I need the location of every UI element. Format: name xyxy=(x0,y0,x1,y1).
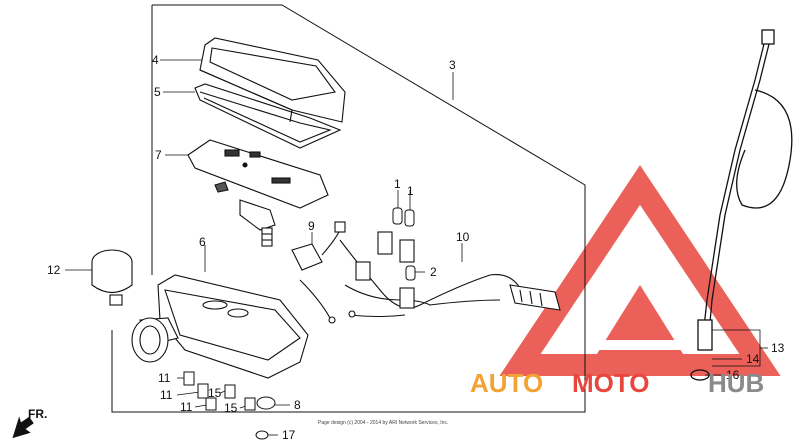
fastener-parts xyxy=(183,371,276,411)
callout-9: 9 xyxy=(308,219,315,233)
wire-harness-part xyxy=(299,231,561,324)
callout-3: 3 xyxy=(449,58,456,72)
front-direction-marker: FR. xyxy=(12,407,47,439)
indicator-panel-part xyxy=(187,139,329,247)
callout-1b: 1 xyxy=(407,184,414,198)
callout-4: 4 xyxy=(152,53,159,67)
callout-7: 7 xyxy=(155,148,162,162)
callout-11a: 11 xyxy=(158,371,171,385)
assembly-frame xyxy=(111,4,586,413)
socket-part-12 xyxy=(91,249,133,306)
connector-part-9 xyxy=(291,221,346,271)
callout-11c: 11 xyxy=(180,400,193,414)
callout-16: 16 xyxy=(726,368,740,382)
callout-15a: 15 xyxy=(208,386,222,400)
callout-12: 12 xyxy=(47,263,61,277)
leader-lines xyxy=(65,59,768,436)
gasket-part xyxy=(194,83,342,149)
watermark-logo xyxy=(499,165,781,376)
front-marker-label: FR. xyxy=(28,407,47,421)
watermark-hub: HUB xyxy=(708,368,764,398)
callout-13: 13 xyxy=(771,341,785,355)
callout-8: 8 xyxy=(294,398,301,412)
callout-17: 17 xyxy=(282,428,296,442)
callout-labels: 4 5 7 6 3 9 1 1 2 10 12 11 11 11 15 15 8… xyxy=(47,53,785,442)
speedometer-cable-part xyxy=(690,29,793,381)
copyright-text: Page design (c) 2004 - 2014 by ARI Netwo… xyxy=(318,420,448,426)
callout-11b: 11 xyxy=(160,388,173,402)
callout-2: 2 xyxy=(430,265,437,279)
callout-5: 5 xyxy=(154,85,161,99)
watermark-moto: MOTO xyxy=(572,368,650,398)
bulb-part-2 xyxy=(405,265,416,281)
callout-14: 14 xyxy=(746,352,760,366)
callout-10: 10 xyxy=(456,230,470,244)
meter-case-part xyxy=(131,274,309,379)
meter-cover-part xyxy=(199,37,346,123)
bulb-parts xyxy=(392,207,415,227)
callout-15b: 15 xyxy=(224,401,238,415)
callout-1a: 1 xyxy=(394,177,401,191)
grommet-part-17 xyxy=(255,430,269,440)
watermark-auto: AUTO xyxy=(470,368,543,398)
watermark-text: AUTO MOTO HUB xyxy=(470,368,764,398)
callout-6: 6 xyxy=(199,235,206,249)
